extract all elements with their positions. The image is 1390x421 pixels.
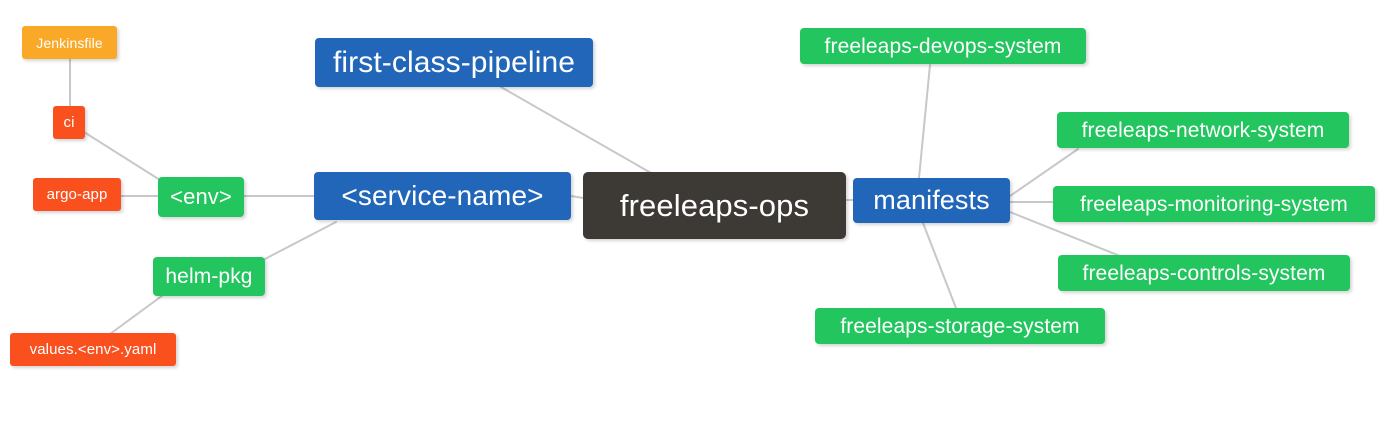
edge-manifests-to-freeleaps-storage-system [922, 222, 957, 309]
node-service-name[interactable]: <service-name> [314, 172, 571, 220]
node-helm-pkg[interactable]: helm-pkg [153, 257, 265, 296]
node-freeleaps-monitoring-system[interactable]: freeleaps-monitoring-system [1053, 186, 1375, 222]
node-env[interactable]: <env> [158, 177, 244, 217]
node-jenkinsfile[interactable]: Jenkinsfile [22, 26, 117, 59]
node-freeleaps-controls-system[interactable]: freeleaps-controls-system [1058, 255, 1350, 291]
node-manifests[interactable]: manifests [853, 178, 1010, 223]
node-freeleaps-ops[interactable]: freeleaps-ops [583, 172, 846, 239]
node-freeleaps-devops-system[interactable]: freeleaps-devops-system [800, 28, 1086, 64]
edge-service-name-to-helm-pkg [262, 221, 337, 261]
node-first-class-pipeline[interactable]: first-class-pipeline [315, 38, 593, 87]
node-argo-app[interactable]: argo-app [33, 178, 121, 211]
edge-first-class-pipeline-to-freeleaps-ops [500, 86, 652, 174]
edge-manifests-to-freeleaps-devops-system [918, 64, 931, 179]
node-values-env-yaml[interactable]: values.<env>.yaml [10, 333, 176, 366]
node-freeleaps-storage-system[interactable]: freeleaps-storage-system [815, 308, 1105, 344]
edge-ci-to-env [83, 131, 161, 181]
node-freeleaps-network-system[interactable]: freeleaps-network-system [1057, 112, 1349, 148]
node-ci[interactable]: ci [53, 106, 85, 139]
edge-service-name-to-freeleaps-ops [570, 195, 584, 199]
edge-helm-pkg-to-values-env-yaml [109, 289, 171, 335]
